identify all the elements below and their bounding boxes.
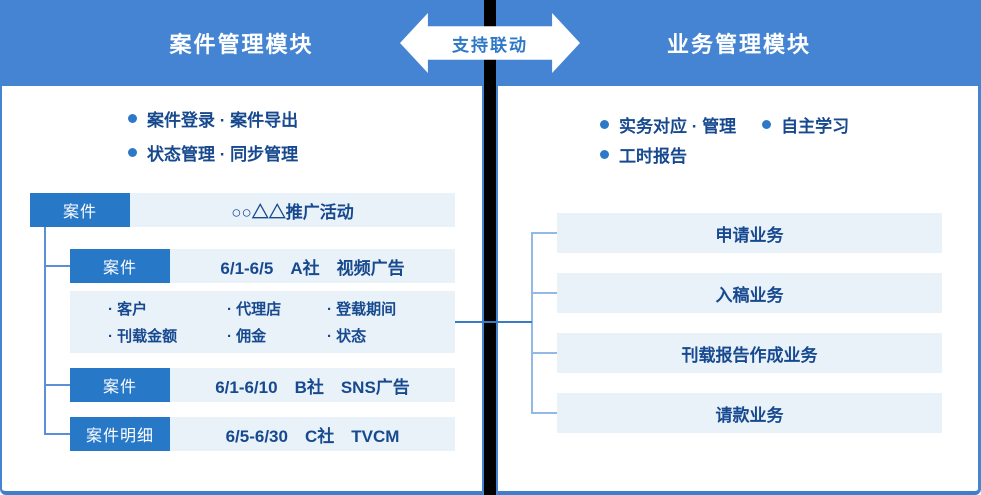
case-feature-item: 案件登录 · 案件导出 [128, 107, 299, 130]
business-feature-item: 实务对应 · 管理 [600, 113, 737, 136]
business-feature-item: 工时报告 [600, 143, 849, 166]
tree-connector-stub [44, 265, 70, 267]
detail-item: · 客户 [108, 301, 148, 318]
case-b-value: 6/1-6/10 B社 SNS广告 [170, 368, 455, 402]
process-connector-vertical [531, 232, 533, 414]
case-module-title: 案件管理模块 [169, 32, 314, 57]
tree-connector-stub [44, 384, 70, 386]
process-connector-stub [531, 412, 557, 414]
business-feature-label: 实务对应 · 管理 [619, 116, 737, 136]
tree-connector-vertical [44, 227, 46, 435]
bullet-icon [128, 113, 137, 123]
business-feature-item: 自主学习 [762, 113, 850, 136]
bullet-icon [128, 147, 137, 157]
cross-module-link-line [455, 321, 532, 323]
linkage-arrow-label: 支持联动 [452, 35, 528, 55]
process-box-submission: 入稿业务 [557, 273, 942, 313]
process-box-billing: 请款业务 [557, 393, 942, 433]
case-b-label: 案件 [70, 368, 170, 402]
case-feature-label: 案件登录 · 案件导出 [147, 110, 299, 130]
tree-connector-stub [44, 433, 70, 435]
bullet-icon [600, 119, 609, 129]
detail-item: · 状态 [327, 328, 367, 345]
detail-item: · 登载期间 [327, 301, 397, 318]
detail-item: · 代理店 [227, 301, 282, 318]
detail-item: · 刊载金额 [108, 328, 178, 345]
business-feature-row: 实务对应 · 管理 自主学习 [600, 113, 850, 136]
case-a-value: 6/1-6/5 A社 视频广告 [170, 249, 455, 283]
process-box-report: 刊载报告作成业务 [557, 333, 942, 373]
case-feature-item: 状态管理 · 同步管理 [128, 141, 299, 164]
process-connector-stub [531, 232, 557, 234]
tree-root-label: 案件 [30, 193, 130, 227]
center-divider [484, 0, 496, 495]
case-feature-label: 状态管理 · 同步管理 [147, 144, 299, 164]
business-feature-label: 工时报告 [619, 146, 687, 166]
detail-item: · 佣金 [227, 328, 267, 345]
bullet-icon [762, 119, 772, 129]
case-c-value: 6/5-6/30 C社 TVCM [170, 417, 455, 451]
tree-root-value: ○○△△推广活动 [130, 193, 455, 227]
process-connector-stub [531, 292, 557, 294]
case-feature-list: 案件登录 · 案件导出 状态管理 · 同步管理 [128, 107, 299, 164]
process-box-application: 申请业务 [557, 213, 942, 253]
business-feature-list: 实务对应 · 管理 自主学习 工时报告 [600, 113, 850, 166]
business-module-title: 业务管理模块 [666, 32, 811, 57]
case-a-label: 案件 [70, 249, 170, 283]
bullet-icon [600, 149, 609, 159]
process-connector-stub [531, 352, 557, 354]
business-feature-label: 自主学习 [781, 116, 850, 136]
case-a-detail-box: · 客户 · 代理店 · 登载期间 · 刊载金额 · 佣金 · 状态 [70, 291, 455, 353]
case-c-label: 案件明细 [70, 417, 170, 451]
